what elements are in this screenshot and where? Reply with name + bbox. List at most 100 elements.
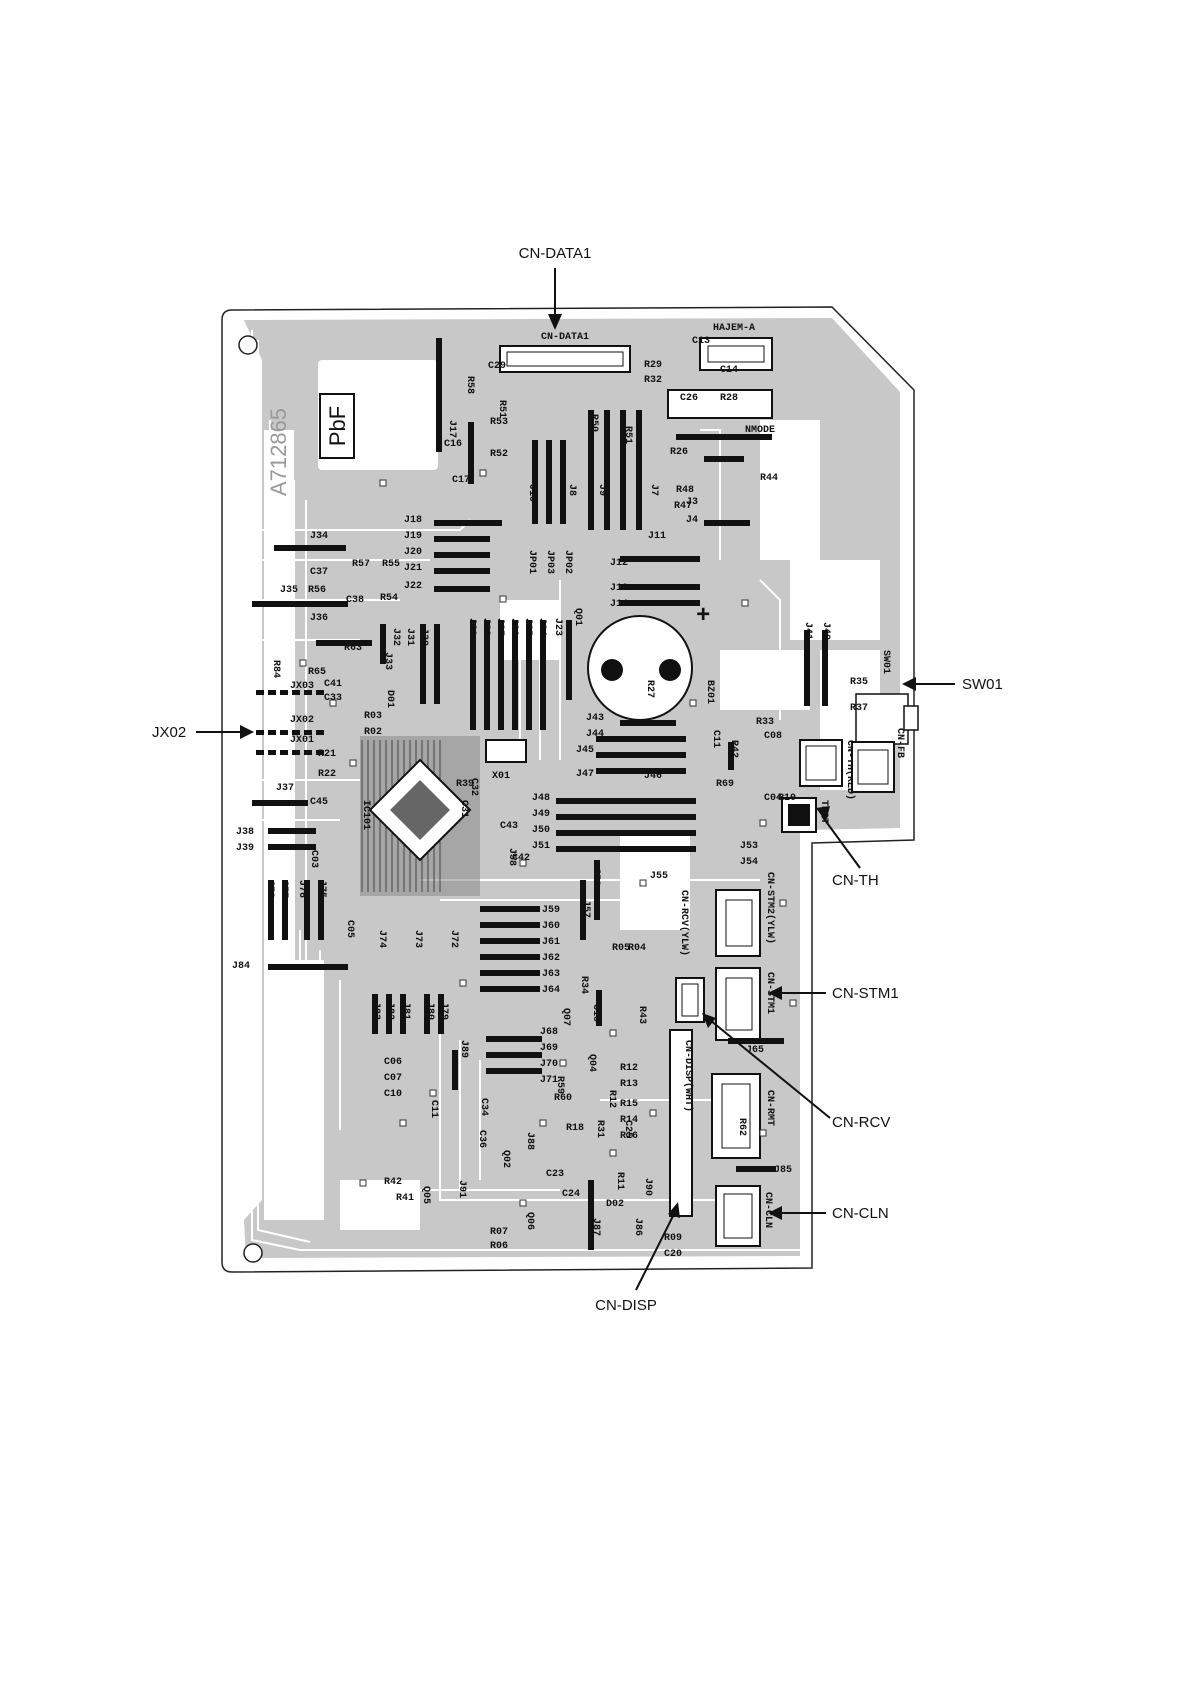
silk-ref-label: C04: [764, 793, 782, 804]
silk-ref-label: J36: [310, 613, 328, 624]
connector-cn-rmt: CN-RMT: [711, 1073, 775, 1159]
silk-ref-label: J90: [642, 1178, 653, 1196]
silk-ref-label: R54: [380, 593, 398, 604]
silk-ref-label: J49: [532, 809, 550, 820]
connector-cn-stm2: CN-STM2(YLW): [715, 872, 776, 957]
silk-ref-label: R44: [760, 473, 778, 484]
silk-ref-label: Q02: [500, 1150, 511, 1168]
silk-ref-label: J25: [522, 618, 533, 636]
silk-ref-label: J75: [316, 880, 327, 898]
silk-ref-label: J30: [418, 628, 429, 646]
silk-ref-label: JX01: [290, 735, 314, 746]
silk-ref-label: R28: [720, 393, 738, 404]
silk-ref-label: J88: [524, 1132, 535, 1150]
silk-ref-label: R15: [620, 1099, 638, 1110]
silk-ref-label: J37: [276, 783, 294, 794]
silk-ref-label: R50: [588, 414, 599, 432]
silk-ref-label: J70: [540, 1059, 558, 1070]
silk-ref-label: J56: [590, 868, 601, 886]
silk-ref-label: C37: [310, 567, 328, 578]
svg-text:CN-STM2(YLW): CN-STM2(YLW): [764, 872, 776, 944]
callout-cn-disp: CN-DISP: [595, 1202, 680, 1314]
silk-ref-label: J83: [370, 1002, 381, 1020]
silk-ref-label: C20: [664, 1249, 682, 1260]
silk-ref-label: R35: [850, 677, 868, 688]
silk-ref-label: C11: [710, 730, 721, 748]
part-number: A712865: [266, 408, 291, 496]
svg-text:CN-STM1: CN-STM1: [832, 985, 899, 1002]
silk-ref-label: J65: [746, 1045, 764, 1056]
silk-ref-label: J78: [264, 880, 275, 898]
silk-ref-label: C29: [488, 361, 506, 372]
silk-ref-label: J9: [596, 484, 607, 496]
silk-ref-label: J22: [404, 581, 422, 592]
silk-ref-label: J82: [384, 1002, 395, 1020]
silk-ref-label: C11: [428, 1100, 439, 1118]
svg-text:CN-FB: CN-FB: [894, 728, 905, 758]
silk-ref-label: J27: [494, 618, 505, 636]
silk-ref-label: C42: [512, 853, 530, 864]
silk-ref-label: J64: [542, 985, 560, 996]
silk-ref-label: Q05: [420, 1186, 431, 1204]
mounting-hole-top-left: [238, 335, 258, 355]
test-pad: TEST: [781, 797, 829, 833]
silk-ref-label: C07: [384, 1073, 402, 1084]
silk-ref-label: R02: [364, 727, 382, 738]
silk-ref-label: R55: [382, 559, 400, 570]
silk-ref-label: R63: [344, 643, 362, 654]
silk-ref-label: C05: [344, 920, 355, 938]
silk-ref-label: J57: [580, 900, 591, 918]
silk-ref-label: C33: [324, 693, 342, 704]
silk-ref-label: J86: [632, 1218, 643, 1236]
silk-ref-label: J71: [540, 1075, 558, 1086]
svg-text:CN-TH: CN-TH: [832, 872, 879, 889]
silk-ref-label: J38: [236, 827, 254, 838]
silk-ref-label: J21: [404, 563, 422, 574]
svg-text:CN-RMT: CN-RMT: [764, 1090, 775, 1126]
silk-ref-label: R43: [636, 1006, 647, 1024]
svg-text:+: +: [696, 603, 710, 630]
silk-ref-label: J26: [508, 618, 519, 636]
silk-ref-label: J14: [610, 599, 628, 610]
silk-ref-label: R84: [270, 660, 281, 678]
silk-ref-label: J10: [526, 484, 537, 502]
silk-ref-label: R11: [614, 1172, 625, 1190]
silk-ref-label: JX03: [290, 681, 314, 692]
silk-ref-label: R33: [756, 717, 774, 728]
silk-ref-label: C36: [476, 1130, 487, 1148]
silk-ref-label: J28: [480, 618, 491, 636]
silk-ref-label: R53: [490, 417, 508, 428]
jx-dotted-jumpers: [256, 690, 324, 755]
silk-ref-label: J60: [542, 921, 560, 932]
silk-ref-label: R32: [644, 375, 662, 386]
silk-ref-label: D02: [606, 1199, 624, 1210]
svg-text:CN-DATA1: CN-DATA1: [519, 245, 592, 262]
silk-ref-label: J11: [648, 531, 666, 542]
silk-ref-label: J69: [540, 1043, 558, 1054]
silk-ref-label: J45: [576, 745, 594, 756]
silk-ref-label: Q07: [560, 1008, 571, 1026]
svg-text:SW01: SW01: [880, 650, 891, 674]
silk-ref-label: C38: [346, 595, 364, 606]
silk-ref-label: R58: [464, 376, 475, 394]
silk-ref-label: R59: [554, 1076, 565, 1094]
silk-ref-label: R41: [396, 1193, 414, 1204]
silk-ref-label: J63: [542, 969, 560, 980]
callout-jx02: JX02: [152, 724, 254, 741]
silk-ref-label: C43: [500, 821, 518, 832]
silk-ref-label: R65: [308, 667, 326, 678]
silk-ref-label: J61: [542, 937, 560, 948]
callout-cn-data1: CN-DATA1: [519, 245, 592, 330]
silk-ref-label: R21: [318, 749, 336, 760]
trace-lines: [251, 330, 800, 1251]
silk-ref-label: C26: [680, 393, 698, 404]
silk-ref-label: J34: [310, 531, 328, 542]
silk-ref-label: JX02: [290, 715, 314, 726]
silk-ref-label: R51: [622, 426, 633, 444]
silk-ref-label: C15: [590, 1004, 601, 1022]
silk-ref-label: J46: [644, 771, 662, 782]
silk-ref-label: J39: [236, 843, 254, 854]
silk-ref-label: R60: [554, 1093, 572, 1104]
